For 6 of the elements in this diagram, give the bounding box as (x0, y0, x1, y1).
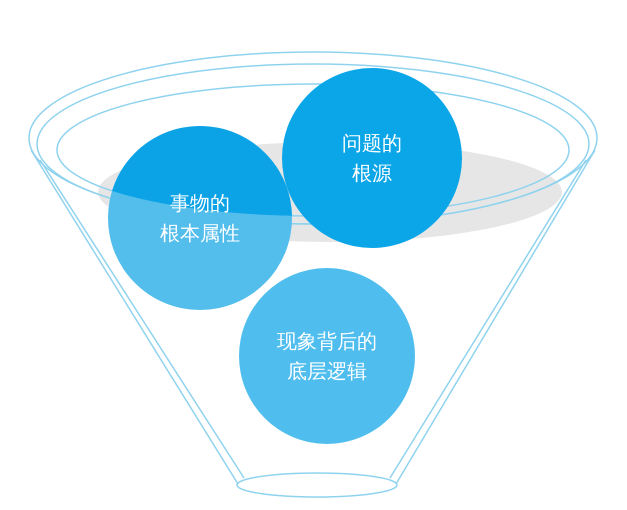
circle-label: 问题的根源 (342, 130, 402, 187)
topic-circle (108, 126, 292, 310)
circle-label: 事物的根本属性 (160, 190, 240, 247)
topic-circle (282, 68, 462, 248)
topic-circle (239, 268, 415, 444)
circle-label: 现象背后的底层逻辑 (277, 328, 377, 385)
